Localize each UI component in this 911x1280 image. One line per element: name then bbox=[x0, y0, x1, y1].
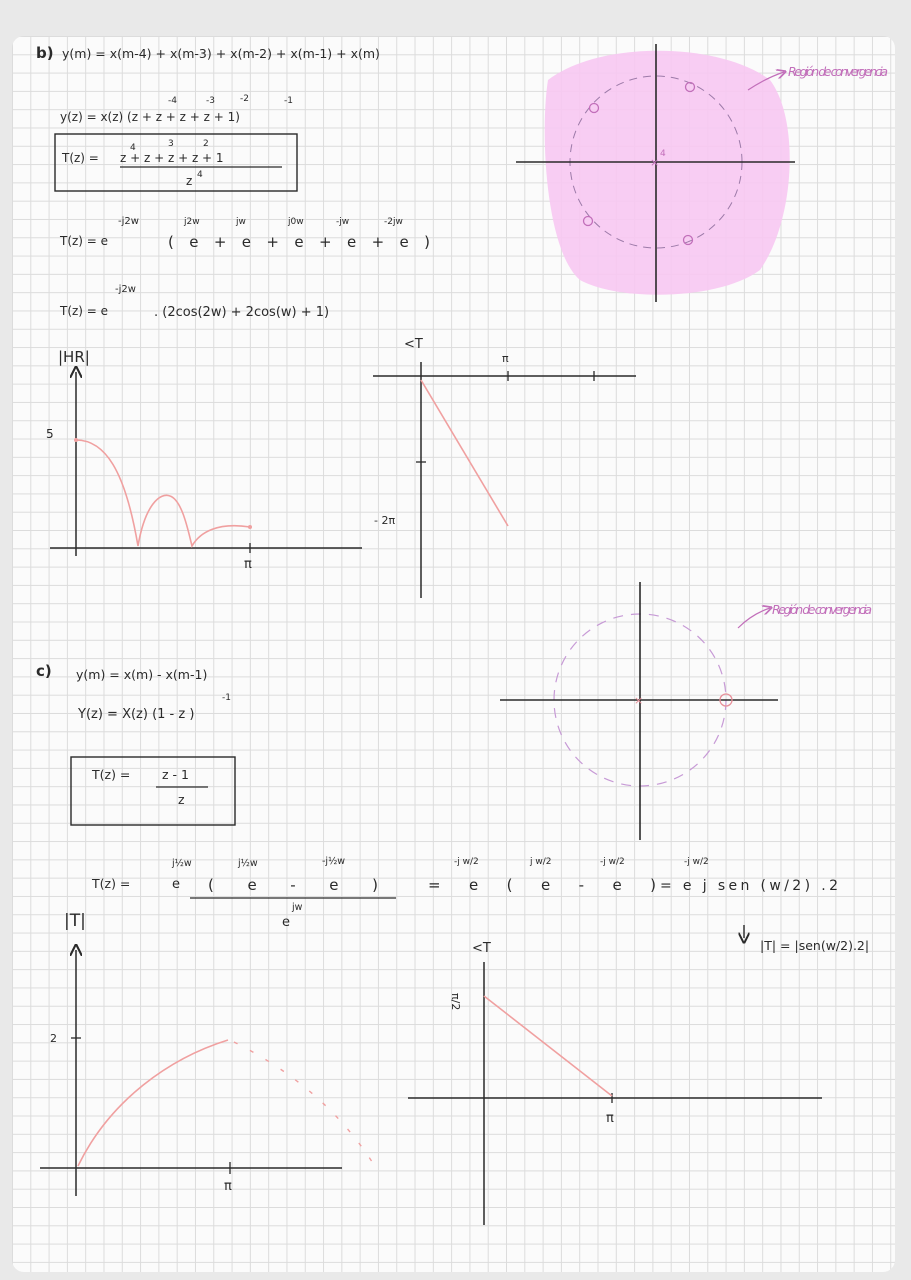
c-transfer-prefix: T(z) = bbox=[91, 767, 130, 782]
mag-c-curve bbox=[77, 1039, 229, 1167]
c-rhs-exp: -j w/2 bbox=[684, 857, 709, 867]
pole-marker: × bbox=[634, 694, 643, 707]
c-abs-result: |T| = |sen(w/2).2| bbox=[760, 938, 869, 953]
zero-marker bbox=[582, 215, 594, 227]
c-mid-exp-3: -j w/2 bbox=[600, 857, 625, 867]
mag-c-y-tick: 2 bbox=[50, 1032, 57, 1045]
part-c-label: c) bbox=[36, 662, 52, 680]
exp-z2: -2 bbox=[240, 94, 249, 104]
transfer-box bbox=[54, 133, 298, 192]
exp-z4: -4 bbox=[168, 96, 177, 106]
transfer-denominator: z bbox=[186, 174, 192, 188]
mag-b-x-tick: π bbox=[244, 557, 252, 572]
c-transfer-den: z bbox=[178, 792, 185, 807]
c-freq-base-e: e bbox=[172, 877, 180, 892]
c-freq-prefix: T(z) = bbox=[91, 876, 130, 891]
roc-highlight bbox=[544, 50, 790, 295]
transfer-box-c bbox=[70, 756, 236, 826]
pole-zero-plot-b: × 4 Región de convergencia bbox=[516, 44, 888, 302]
mag-c-x-tick: π bbox=[224, 1179, 232, 1194]
c-freq-den-exp: jw bbox=[291, 902, 303, 913]
phase-b-line bbox=[420, 379, 509, 527]
c-freq-rhs: = e j sen (w/2) .2 bbox=[660, 878, 838, 894]
freq-line1-terms: ( e + e + e + e + e ) bbox=[168, 233, 430, 251]
term-exp-3: j0w bbox=[287, 217, 304, 227]
c-freq-mid: = e ( e - e ) bbox=[428, 876, 656, 894]
region-label-b: Región de convergencia bbox=[788, 64, 888, 79]
zero-marker bbox=[719, 693, 733, 707]
pole-marker: × bbox=[650, 156, 659, 169]
zero-marker bbox=[684, 81, 696, 93]
transfer-prefix: T(z) = bbox=[61, 151, 99, 165]
curve-point bbox=[74, 438, 78, 442]
mag-c-ylabel: |T| bbox=[64, 911, 86, 931]
num-exp-3: 3 bbox=[168, 139, 174, 149]
term-exp-1: j2w bbox=[183, 217, 200, 227]
region-arrow bbox=[737, 608, 770, 629]
magnitude-plot-c: |T| 2 π bbox=[40, 911, 377, 1196]
freq-line1-prefix: T(z) = e bbox=[59, 234, 108, 248]
part-b: b) y(m) = x(m-4) + x(m-3) + x(m-2) + x(m… bbox=[36, 44, 430, 320]
mag-b-ylabel: |HR| bbox=[58, 348, 90, 366]
pole-zero-plot-c: × Región de convergencia bbox=[500, 582, 872, 840]
part-b-difference-eq: y(m) = x(m-4) + x(m-3) + x(m-2) + x(m-1)… bbox=[62, 46, 380, 61]
freq-line2-prefix: T(z) = e bbox=[59, 304, 108, 318]
phase-plot-c: <T π/2 π bbox=[408, 941, 822, 1225]
c-freq-lhs-terms: ( e - e ) bbox=[208, 876, 378, 894]
phase-b-y-tick: - 2π bbox=[374, 514, 395, 527]
zero-marker bbox=[682, 234, 694, 246]
transfer-numerator: z + z + z + z + 1 bbox=[120, 151, 224, 165]
part-b-z-transform: y(z) = x(z) (z + z + z + z + 1) bbox=[60, 110, 240, 124]
phase-c-x-tick: π bbox=[606, 1111, 614, 1126]
den-exp: 4 bbox=[197, 170, 203, 180]
c-freq-lhs-exp: j½w bbox=[171, 858, 192, 869]
phase-c-y-tick: π/2 bbox=[449, 993, 462, 1010]
c-mid-exp-1: -j w/2 bbox=[454, 857, 479, 867]
exp-z3: -3 bbox=[206, 96, 215, 106]
mag-c-curve-dashed bbox=[233, 1041, 377, 1169]
c-term-exp-2: -j½w bbox=[322, 856, 345, 867]
phase-c-line bbox=[483, 995, 613, 1097]
region-label-c: Región de convergencia bbox=[772, 602, 872, 617]
phase-b-ylabel: <T bbox=[404, 337, 423, 352]
term-exp-5: -2jw bbox=[384, 217, 403, 227]
part-c-difference-eq: y(m) = x(m) - x(m-1) bbox=[76, 667, 207, 682]
term-exp-4: -jw bbox=[336, 217, 349, 227]
part-c-z-exp: -1 bbox=[222, 693, 231, 703]
magnitude-plot-b: |HR| 5 π bbox=[46, 348, 362, 572]
phase-plot-b: <T π - 2π bbox=[373, 337, 636, 598]
mag-b-curve bbox=[75, 439, 251, 549]
phase-c-ylabel: <T bbox=[472, 941, 491, 956]
curve-point bbox=[248, 525, 252, 529]
region-arrow bbox=[747, 72, 784, 91]
c-mid-exp-2: j w/2 bbox=[529, 857, 551, 867]
part-c-z-transform: Y(z) = X(z) (1 - z ) bbox=[77, 707, 194, 722]
c-transfer-num: z - 1 bbox=[162, 767, 189, 782]
num-exp-4: 4 bbox=[130, 143, 136, 153]
exp-z1: -1 bbox=[284, 96, 293, 106]
freq-line2-rest: . (2cos(2w) + 2cos(w) + 1) bbox=[154, 305, 329, 320]
freq-line1-exp: -j2w bbox=[118, 216, 139, 227]
freq-line2-exp: -j2w bbox=[115, 284, 136, 295]
phase-b-x-tick: π bbox=[502, 352, 509, 365]
zero-marker bbox=[588, 102, 600, 114]
term-exp-2: jw bbox=[235, 217, 246, 227]
c-freq-den: e bbox=[282, 915, 290, 930]
c-term-exp-1: j½w bbox=[237, 858, 258, 869]
pole-order: 4 bbox=[660, 149, 666, 159]
mag-b-y-tick: 5 bbox=[46, 427, 54, 441]
part-c: c) y(m) = x(m) - x(m-1) Y(z) = X(z) (1 -… bbox=[36, 662, 869, 953]
part-b-label: b) bbox=[36, 44, 54, 62]
num-exp-2: 2 bbox=[203, 139, 209, 149]
